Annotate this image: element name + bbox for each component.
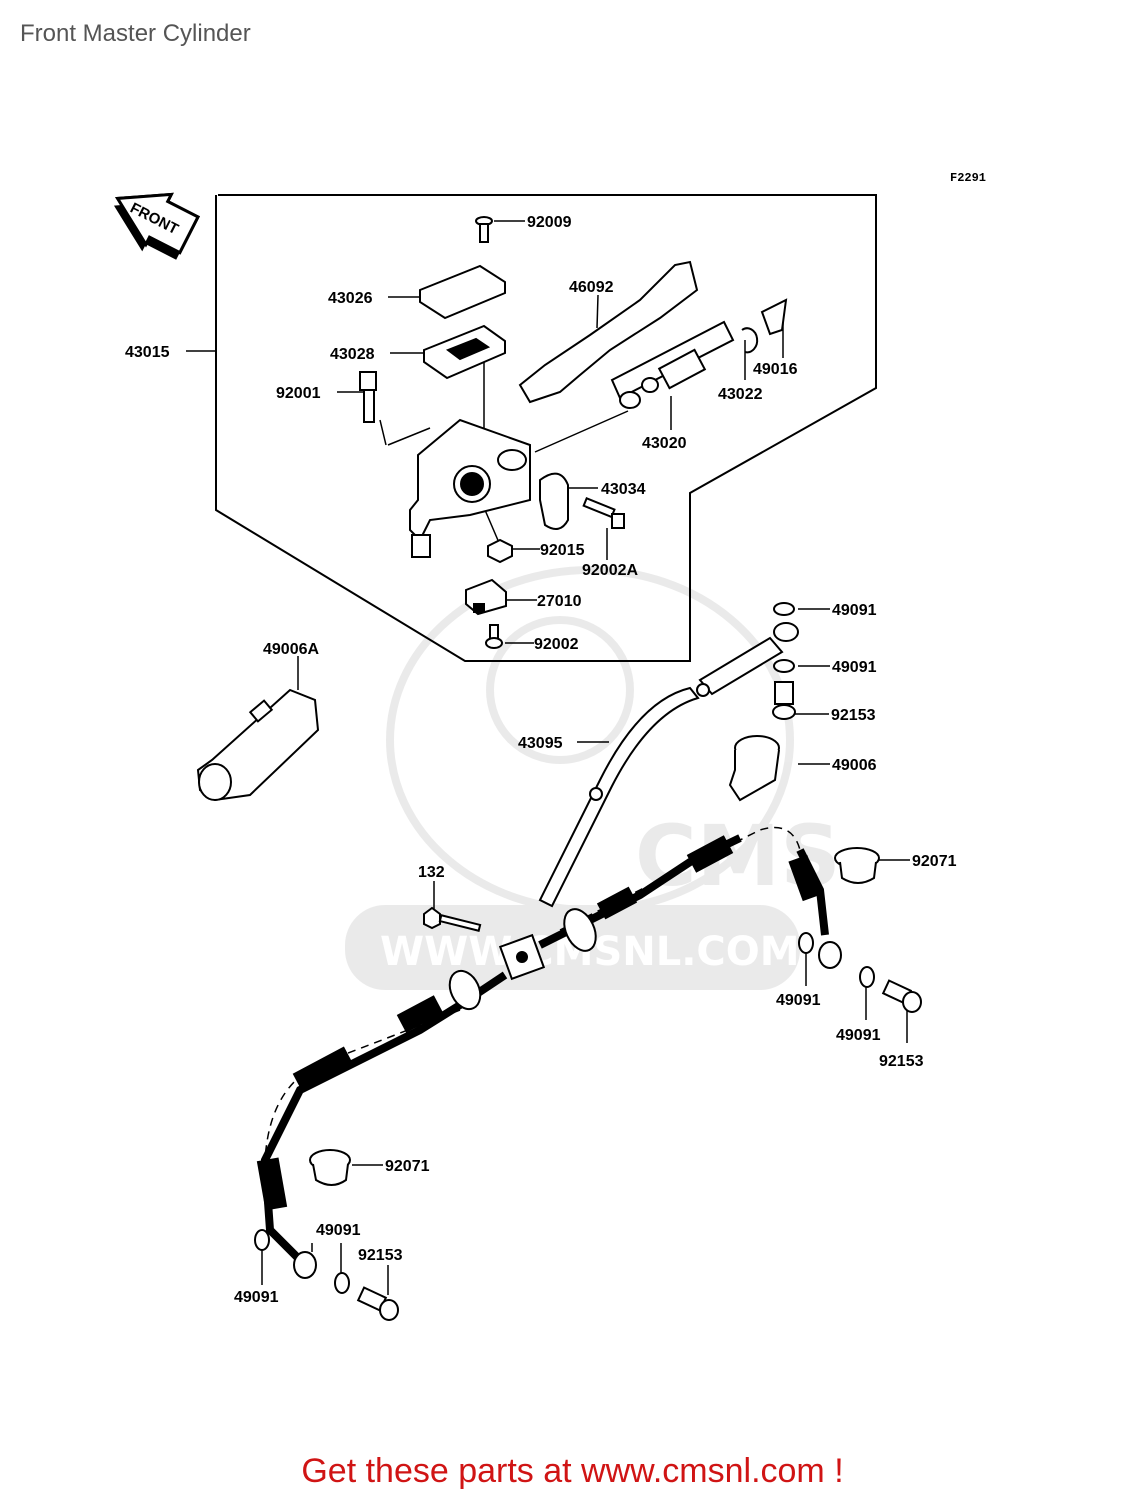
callout-92009: 92009 <box>527 214 572 231</box>
callout-43020: 43020 <box>642 435 687 452</box>
part-43020-piston <box>619 348 707 409</box>
callout-43015: 43015 <box>125 344 170 361</box>
part-49006-boot <box>728 735 780 802</box>
part-132-bolt <box>423 906 482 932</box>
callout-92015: 92015 <box>540 542 585 559</box>
callout-92071-b: 92071 <box>385 1158 430 1175</box>
leader-lines <box>186 220 910 1295</box>
callout-92001: 92001 <box>276 385 321 402</box>
promo-footer: Get these parts at www.cmsnl.com ! <box>301 1452 844 1490</box>
part-92001-bolt <box>359 371 377 423</box>
callout-43022: 43022 <box>718 386 763 403</box>
callout-49091-b: 49091 <box>832 659 877 676</box>
part-43034-clamp <box>539 472 569 530</box>
callout-43028: 43028 <box>330 346 375 363</box>
callout-46092: 46092 <box>569 279 614 296</box>
part-92071-grommet-b <box>309 1149 351 1186</box>
watermark-ring <box>386 566 794 914</box>
part-92153-banjo-bolt-a <box>772 681 796 720</box>
callout-92071-a: 92071 <box>912 853 957 870</box>
callout-43034: 43034 <box>601 481 646 498</box>
part-43026-cap <box>419 264 506 320</box>
part-49091-washer-b <box>773 659 795 673</box>
callout-27010: 27010 <box>537 593 582 610</box>
part-43028-diaphragm <box>423 324 506 380</box>
part-46092-lever <box>518 260 699 404</box>
front-arrow-icon: FRONT <box>113 192 200 260</box>
part-49006A-cover <box>196 688 320 802</box>
page-title: Front Master Cylinder <box>20 20 251 47</box>
part-43015-body <box>409 418 531 558</box>
callout-49091-f: 49091 <box>234 1289 279 1306</box>
assembly-box <box>215 194 877 662</box>
callout-49016: 49016 <box>753 361 798 378</box>
part-92002A-bolt <box>582 496 625 529</box>
part-92009-screw <box>475 216 493 243</box>
part-43020-box <box>610 320 735 400</box>
parts <box>196 216 922 1321</box>
part-49091-washer-e <box>254 1229 270 1251</box>
part-92015-nut <box>487 538 513 564</box>
part-49016-boot <box>760 298 788 336</box>
part-92002-screw <box>485 624 503 649</box>
callout-49006A: 49006A <box>263 641 319 658</box>
part-43022-circlip <box>741 327 759 354</box>
part-49091-washer-d <box>859 966 875 988</box>
part-92071-grommet-a <box>834 847 880 884</box>
callout-43095: 43095 <box>518 735 563 752</box>
joint-3way <box>498 933 546 981</box>
callout-92153-c: 92153 <box>358 1247 403 1264</box>
callout-49091-a: 49091 <box>832 602 877 619</box>
callout-49091-e: 49091 <box>316 1222 361 1239</box>
callout-92002: 92002 <box>534 636 579 653</box>
brake-hose-left <box>256 969 508 1279</box>
part-49091-washer-a <box>773 602 795 616</box>
callout-132: 132 <box>418 864 445 881</box>
watermark-head <box>486 616 634 764</box>
callout-49091-d: 49091 <box>836 1027 881 1044</box>
callout-49091-c: 49091 <box>776 992 821 1009</box>
brake-hose-right <box>538 834 842 969</box>
callout-49006: 49006 <box>832 757 877 774</box>
part-27010-switch <box>465 578 507 616</box>
part-92153-banjo-bolt-b <box>881 979 922 1013</box>
part-49091-washer-c <box>798 932 814 954</box>
part-92153-banjo-bolt-c <box>356 1286 399 1321</box>
figure-code: F2291 <box>950 171 986 185</box>
callout-43026: 43026 <box>328 290 373 307</box>
part-43095-hose <box>538 622 799 908</box>
callout-92153-b: 92153 <box>879 1053 924 1070</box>
callout-labels: 92009 43026 46092 43015 43028 49016 9200… <box>125 214 957 1306</box>
callout-92002A: 92002A <box>582 562 638 579</box>
callout-92153-a: 92153 <box>831 707 876 724</box>
part-49091-washer-f <box>334 1272 350 1294</box>
